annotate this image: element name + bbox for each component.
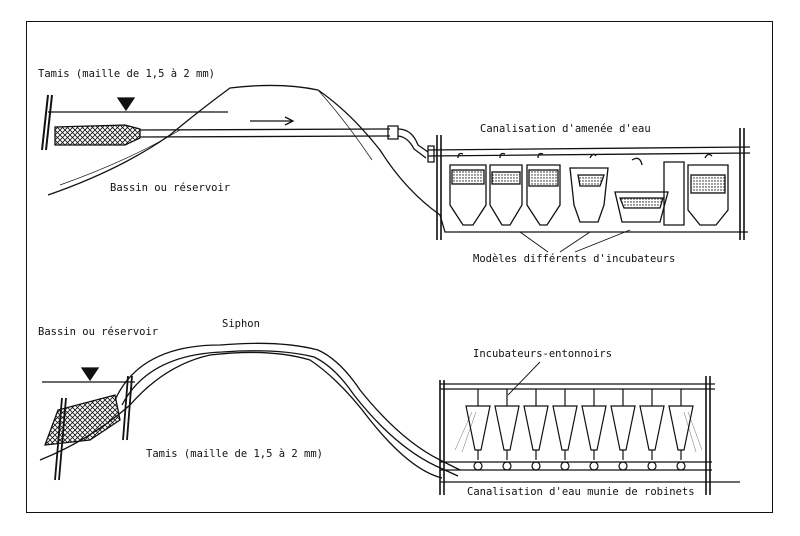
top-header-pipe xyxy=(427,146,751,157)
bottom-rack-top xyxy=(440,383,715,390)
diagram-frame xyxy=(26,21,773,513)
bottom-sieve-label: Tamis (maille de 1,5 à 2 mm) xyxy=(146,448,324,460)
top-incubator-3 xyxy=(526,152,561,226)
top-flow-arrow xyxy=(250,116,295,126)
top-intake-pipe xyxy=(139,128,391,138)
bottom-funnel-pointer xyxy=(507,361,541,396)
funnel-incubator xyxy=(581,405,607,451)
top-pipe-label: Canalisation d'amenée d'eau xyxy=(480,123,651,135)
top-pipe-bend xyxy=(397,128,429,159)
top-pipe-coupling xyxy=(387,125,399,140)
top-pipe-flange xyxy=(427,145,435,163)
top-incubator-1 xyxy=(449,152,487,226)
faucet-icon xyxy=(531,461,541,471)
top-basin-label: Bassin ou réservoir xyxy=(110,182,231,194)
bottom-siphon-pipe xyxy=(114,342,461,477)
faucet-icon xyxy=(560,461,570,471)
top-incubator-2 xyxy=(489,152,523,226)
top-incubator-pointers xyxy=(519,229,631,253)
bottom-mid-stake xyxy=(122,375,133,441)
bottom-funnel-label: Incubateurs-entonnoirs xyxy=(473,348,613,360)
bottom-sieve-mesh xyxy=(44,394,121,446)
bottom-water-level-triangle xyxy=(80,367,100,382)
top-sieve-label: Tamis (maille de 1,5 à 2 mm) xyxy=(38,68,216,80)
bottom-siphon-label: Siphon xyxy=(222,318,260,330)
funnel-incubator xyxy=(523,405,549,451)
top-incubator-5 xyxy=(614,157,669,223)
top-water-level-triangle xyxy=(116,97,136,112)
bottom-rack-left-post xyxy=(439,380,445,495)
top-right-stake-2 xyxy=(739,128,745,240)
faucet-icon xyxy=(589,461,599,471)
bottom-rack-right-post xyxy=(705,376,711,495)
top-dike-outline xyxy=(47,84,748,233)
top-incubator-6 xyxy=(663,161,685,226)
top-dike-inner xyxy=(59,89,373,186)
faucet-icon xyxy=(473,461,483,471)
bottom-pipe-label: Canalisation d'eau munie de robinets xyxy=(467,486,695,498)
funnel-incubator xyxy=(552,405,578,451)
funnel-incubator xyxy=(639,405,665,451)
top-incubators-label: Modèles différents d'incubateurs xyxy=(473,253,676,265)
funnel-incubator xyxy=(494,405,520,451)
top-sieve-mesh xyxy=(54,124,141,146)
top-diagram xyxy=(41,84,751,253)
top-right-stake-1 xyxy=(436,135,442,240)
bottom-water-spray xyxy=(454,411,703,453)
funnel-incubator xyxy=(465,405,491,451)
bottom-diagram xyxy=(39,342,740,495)
bottom-distribution-pipe xyxy=(440,461,712,471)
top-left-stake xyxy=(41,94,53,151)
bottom-funnel-row xyxy=(465,389,694,471)
funnel-incubator xyxy=(610,405,636,451)
faucet-icon xyxy=(502,461,512,471)
faucet-icon xyxy=(618,461,628,471)
top-incubator-4 xyxy=(569,153,609,223)
bottom-basin-label: Bassin ou réservoir xyxy=(38,326,159,338)
faucet-icon xyxy=(647,461,657,471)
faucet-icon xyxy=(676,461,686,471)
bottom-dike-outline xyxy=(39,351,443,479)
funnel-incubator xyxy=(668,405,694,451)
top-incubator-7 xyxy=(687,153,729,226)
